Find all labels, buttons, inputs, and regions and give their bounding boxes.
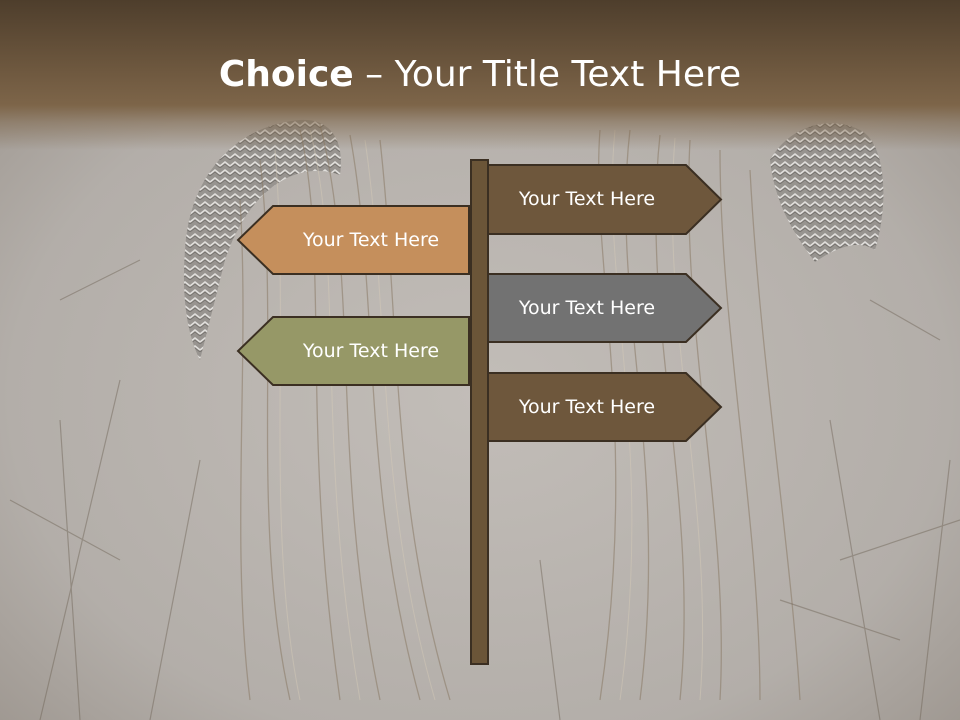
sign-label-2: Your Text Here xyxy=(302,229,440,251)
sign-arrow-left-4 xyxy=(236,316,470,386)
sign-label-5: Your Text Here xyxy=(518,396,656,418)
sign-label-4: Your Text Here xyxy=(302,340,440,362)
sign-arrow-left-2 xyxy=(236,205,470,275)
sign-label-3: Your Text Here xyxy=(518,297,656,319)
title-bold: Choice xyxy=(218,54,354,95)
title-bar xyxy=(0,0,960,150)
sign-label-1: Your Text Here xyxy=(518,188,656,210)
slide-title: Choice – Your Title Text Here xyxy=(0,52,960,98)
title-text: – Your Title Text Here xyxy=(353,54,742,95)
signpost-pole xyxy=(470,159,489,665)
